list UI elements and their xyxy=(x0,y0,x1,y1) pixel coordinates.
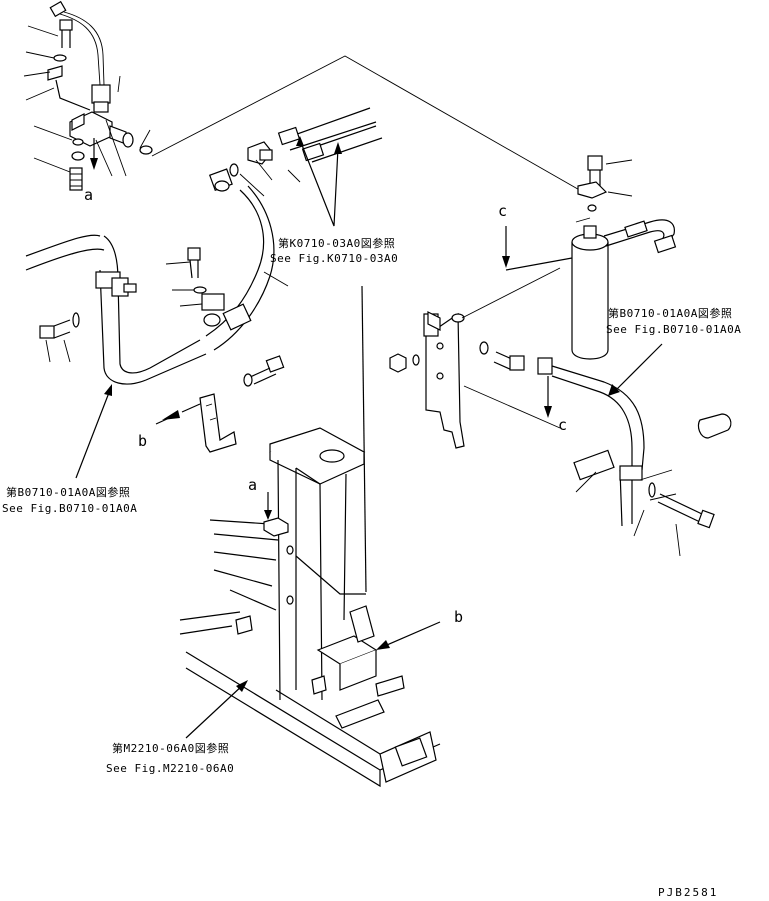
left-clamp-bolt xyxy=(39,312,80,363)
hose-fittings-k0710 xyxy=(229,107,383,227)
drier-bracket xyxy=(361,267,561,593)
mounting-frame xyxy=(179,427,441,788)
mounting-bracket-b xyxy=(155,355,285,453)
ref-m2210-en: See Fig.M2210-06A0 xyxy=(106,762,234,775)
ref-m2210-jp: 第M2210-06A0図参照 xyxy=(112,741,229,755)
label-c-drier: c xyxy=(498,202,507,220)
ref-b0710-right-jp: 第B0710-01A0A図参照 xyxy=(608,306,732,320)
ref-b0710-left-leader xyxy=(75,384,112,479)
discharge-hose xyxy=(25,168,289,385)
ref-b0710-right-en: See Fig.B0710-01A0A xyxy=(606,323,741,336)
label-a-frame: a xyxy=(248,476,257,494)
pressure-switch-assembly xyxy=(23,0,153,191)
ref-k0710-en: See Fig.K0710-03A0 xyxy=(270,252,398,265)
label-b-frame: b xyxy=(454,608,463,626)
ref-b0710-left-jp: 第B0710-01A0A図参照 xyxy=(6,485,130,499)
label-a-top: a xyxy=(84,186,93,204)
suction-hose xyxy=(537,343,732,557)
ref-k0710-jp: 第K0710-03A0図参照 xyxy=(278,236,395,250)
connection-line xyxy=(151,55,591,197)
drawing-code: PJB2581 xyxy=(658,886,718,899)
receiver-drier-assembly xyxy=(502,155,677,360)
ref-b0710-left-en: See Fig.B0710-01A0A xyxy=(2,502,137,515)
label-b-bracket: b xyxy=(138,432,147,450)
label-c-hose: c xyxy=(558,416,567,434)
